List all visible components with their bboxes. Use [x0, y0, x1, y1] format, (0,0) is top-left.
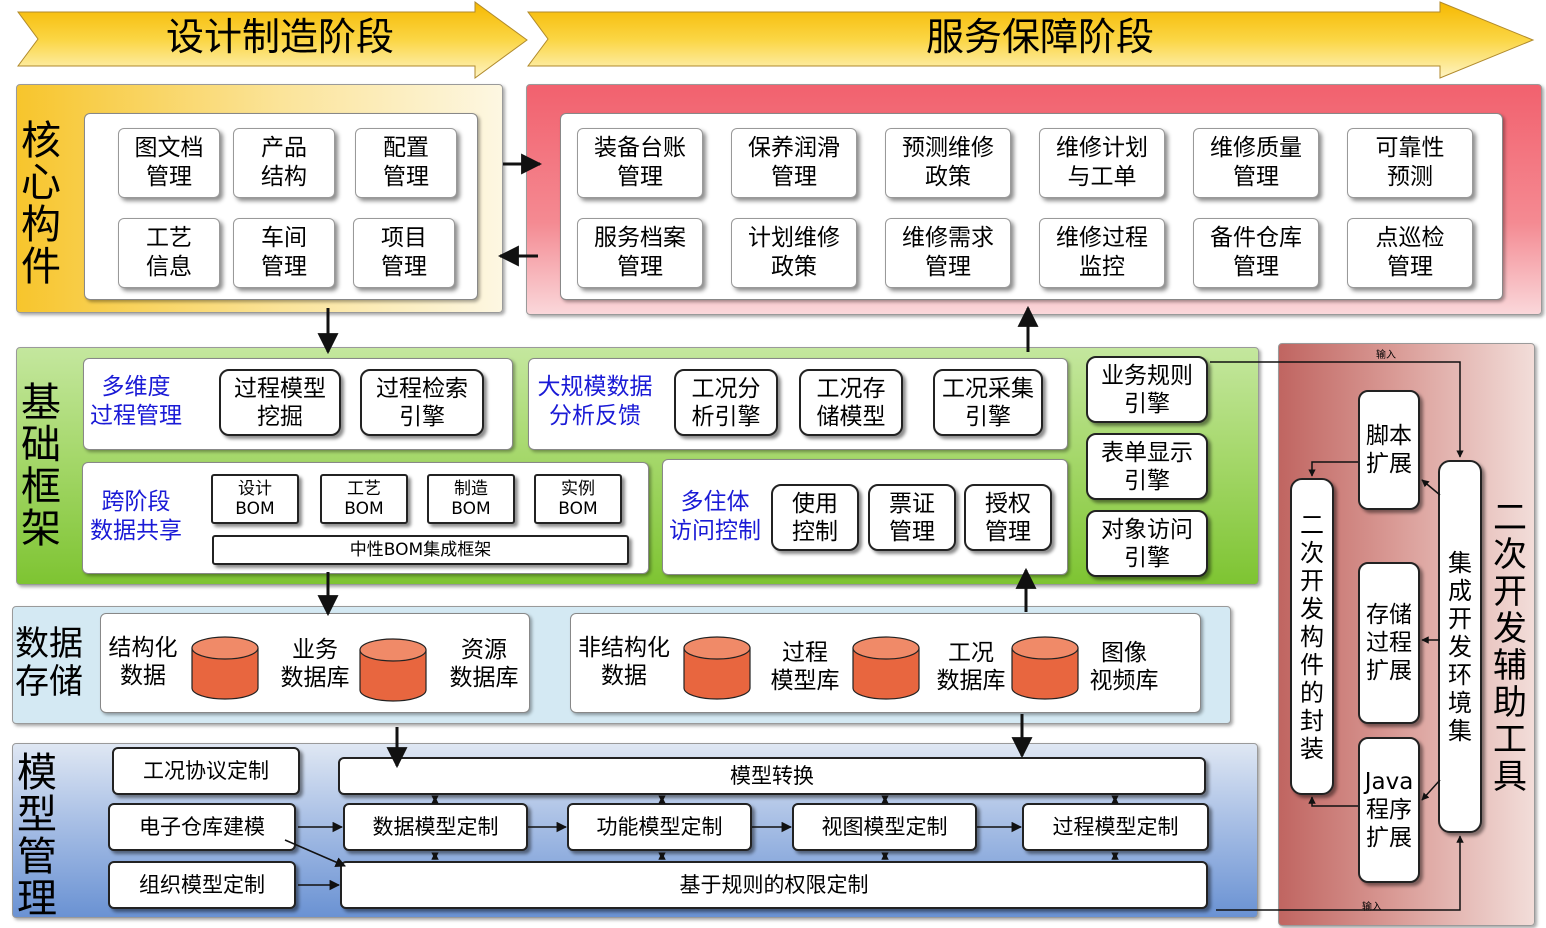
- service-module: 维修需求 管理: [885, 218, 1011, 288]
- service-module: 可靠性 预测: [1347, 128, 1473, 198]
- framework-label: 基础框架: [21, 380, 61, 552]
- bom-box: 设计 BOM: [211, 474, 299, 524]
- framework-item: 工况存 储模型: [799, 369, 903, 436]
- service-module: 装备台账 管理: [577, 128, 703, 198]
- service-inner: [560, 113, 1503, 300]
- service-module: 备件仓库 管理: [1193, 218, 1319, 288]
- db-label: 图像 视频库: [1089, 640, 1159, 694]
- engine-box: 业务规则 引擎: [1086, 356, 1208, 423]
- engine-box: 对象访问 引擎: [1086, 510, 1208, 577]
- service-module: 维修质量 管理: [1193, 128, 1319, 198]
- big-data-title: 大规模数据 分析反馈: [537, 374, 653, 429]
- storage-label: 数据存储: [15, 624, 83, 702]
- framework-item: 过程检索 引擎: [360, 369, 484, 436]
- dev-tools-label: 二次开发辅助工具: [1493, 498, 1527, 797]
- ide-box: 集成开发环境集: [1438, 460, 1482, 833]
- core-item: 图文档 管理: [118, 128, 220, 198]
- bom-box: 制造 BOM: [427, 474, 515, 524]
- unstructured-title: 非结构化 数据: [578, 635, 670, 689]
- bom-box: 实例 BOM: [534, 474, 622, 524]
- model-transform: 模型转换: [338, 757, 1206, 795]
- db-label: 业务 数据库: [280, 637, 350, 691]
- service-module: 服务档案 管理: [577, 218, 703, 288]
- cross-stage-title: 跨阶段 数据共享: [90, 489, 182, 544]
- stage-banners: [17, 1, 1535, 79]
- service-stage-arrow: [527, 1, 1535, 79]
- core-item: 工艺 信息: [118, 218, 220, 288]
- model-mgmt-label: 模型管理: [17, 750, 57, 922]
- framework-item: 授权 管理: [964, 484, 1052, 551]
- input-label-top: 输入: [1376, 350, 1396, 361]
- core-item: 产品 结构: [233, 128, 335, 198]
- framework-item: 工况分 析引擎: [674, 369, 778, 436]
- db-label: 工况 数据库: [936, 640, 1006, 694]
- framework-item: 过程模型 挖掘: [219, 369, 341, 436]
- model-left-box: 电子仓库建模: [108, 803, 296, 851]
- encapsulation-box: 二次开发构件的封装: [1290, 478, 1334, 795]
- design-stage-arrow: [17, 1, 528, 79]
- permission-box: 基于规则的权限定制: [340, 861, 1208, 909]
- service-stage-label: 服务保障阶段: [925, 15, 1154, 59]
- bom-box: 工艺 BOM: [320, 474, 408, 524]
- multi-tenant-title: 多住体 访问控制: [669, 489, 761, 544]
- service-module: 计划维修 政策: [731, 218, 857, 288]
- model-chain-box: 功能模型定制: [567, 803, 752, 851]
- structured-data-group: [100, 613, 530, 713]
- db-label: 资源 数据库: [449, 637, 519, 691]
- core-item: 项目 管理: [353, 218, 455, 288]
- service-module: 预测维修 政策: [885, 128, 1011, 198]
- core-item: 车间 管理: [233, 218, 335, 288]
- model-chain-box: 数据模型定制: [343, 803, 528, 851]
- design-stage-label: 设计制造阶段: [165, 15, 394, 59]
- core-item: 配置 管理: [355, 128, 457, 198]
- model-chain-box: 视图模型定制: [792, 803, 977, 851]
- service-module: 维修过程 监控: [1039, 218, 1165, 288]
- input-label-bottom: 输入: [1362, 902, 1382, 913]
- service-module: 保养润滑 管理: [731, 128, 857, 198]
- ide-label: 集成开发环境集: [1448, 548, 1472, 745]
- framework-item: 票证 管理: [868, 484, 956, 551]
- model-left-box: 组织模型定制: [108, 861, 296, 909]
- encapsulation-label: 二次开发构件的封装: [1300, 510, 1324, 763]
- extension-box: 存储 过程 扩展: [1358, 562, 1420, 724]
- framework-item: 工况采集 引擎: [933, 369, 1043, 436]
- model-chain-box: 过程模型定制: [1022, 803, 1209, 851]
- core-components-label: 核心构件: [21, 118, 61, 290]
- structured-title: 结构化 数据: [108, 635, 178, 689]
- neutral-bom-framework: 中性BOM集成框架: [212, 535, 629, 565]
- multi-dim-title: 多维度 过程管理: [90, 374, 182, 429]
- service-module: 维修计划 与工单: [1039, 128, 1165, 198]
- db-label: 过程 模型库: [770, 640, 840, 694]
- framework-item: 使用 控制: [771, 484, 859, 551]
- service-module: 点巡检 管理: [1347, 218, 1473, 288]
- engine-box: 表单显示 引擎: [1086, 433, 1208, 500]
- model-left-box: 工况协议定制: [112, 747, 300, 795]
- extension-box: Java 程序 扩展: [1358, 737, 1420, 883]
- extension-box: 脚本 扩展: [1358, 390, 1420, 510]
